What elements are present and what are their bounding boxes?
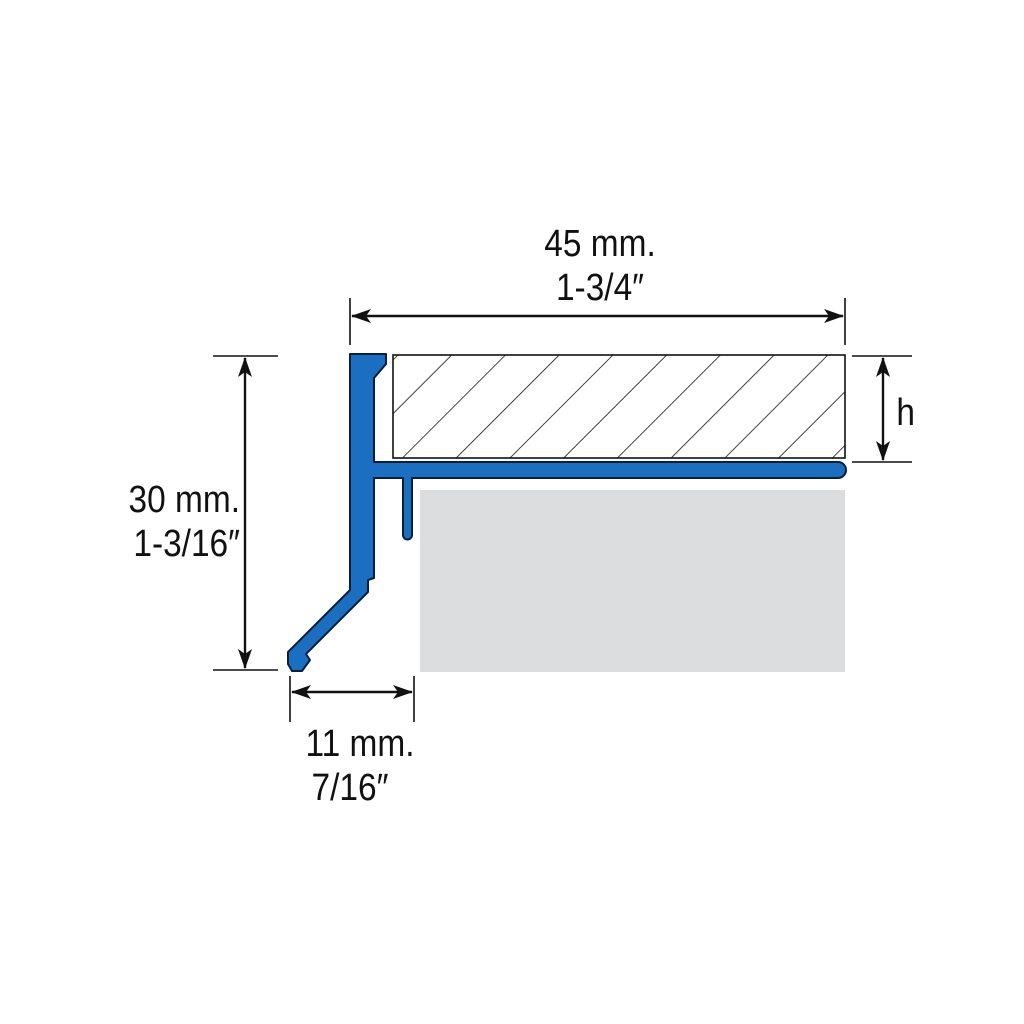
width-label-metric: 45 mm. [544, 223, 656, 265]
aluminium-profile [287, 353, 847, 672]
substrate-block [420, 490, 845, 672]
height-label-imperial: 1-3/16″ [133, 523, 240, 565]
depth-label-imperial: 7/16″ [311, 767, 389, 809]
thickness-label: h [896, 392, 916, 434]
width-label-imperial: 1-3/4″ [555, 267, 645, 309]
tile-hatched [392, 354, 846, 459]
height-label-metric: 30 mm. [128, 479, 240, 521]
depth-label-metric: 11 mm. [305, 723, 415, 765]
